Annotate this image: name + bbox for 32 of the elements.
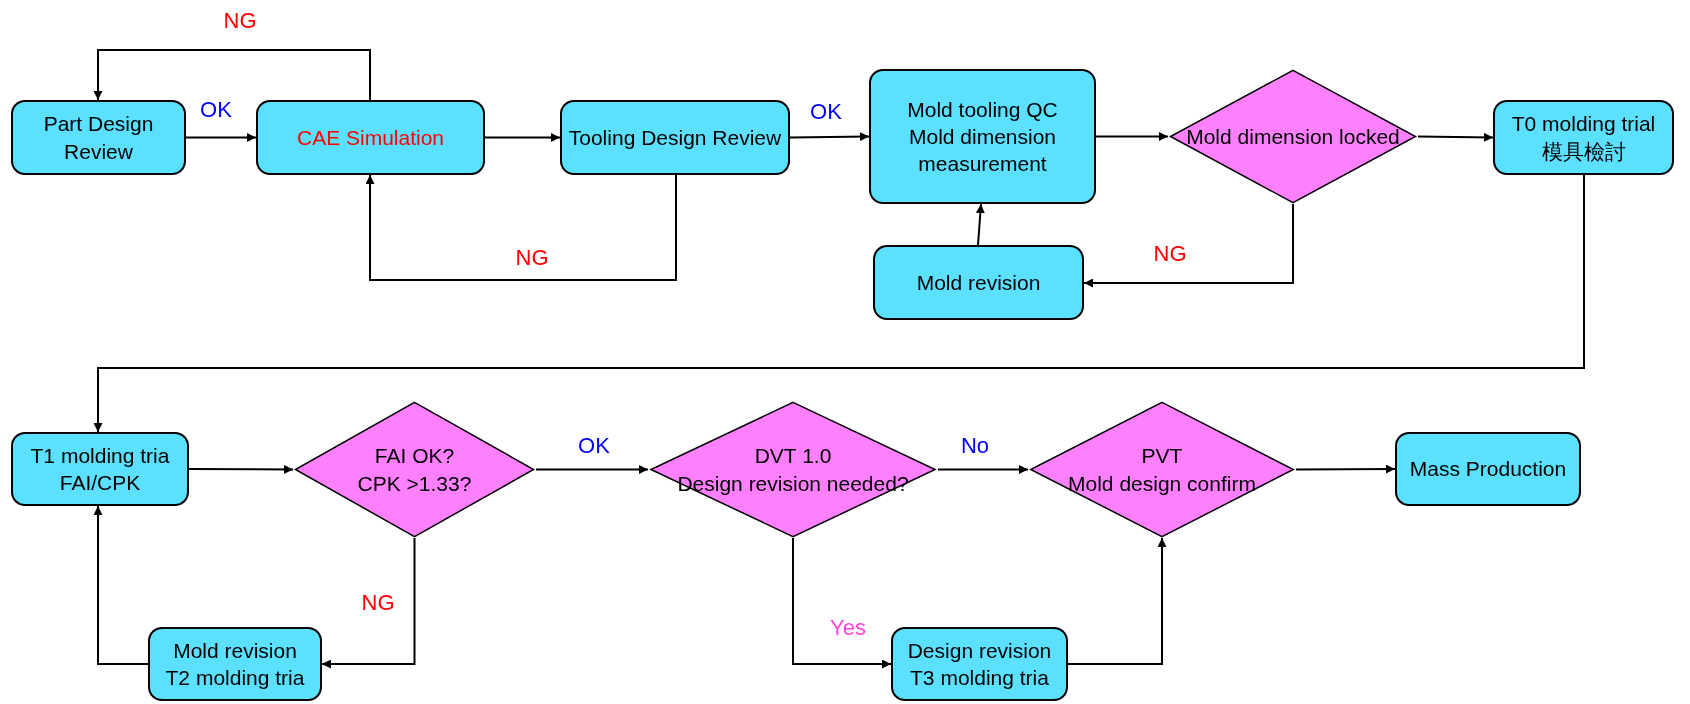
process-box: Part Design Review <box>11 100 186 175</box>
process-box: Mold revision T2 molding tria <box>148 627 322 701</box>
process-box: Mold revision <box>873 245 1084 320</box>
arrow <box>93 505 149 665</box>
arrow <box>1295 464 1396 474</box>
arrow <box>975 203 985 246</box>
decision-diamond: PVT Mold design confirm <box>1028 401 1296 538</box>
decision-diamond: Mold dimension locked <box>1168 69 1418 204</box>
arrow <box>535 465 649 474</box>
arrow <box>937 465 1029 474</box>
arrow <box>792 537 892 669</box>
arrow <box>1083 203 1294 288</box>
arrow <box>185 133 257 142</box>
arrow <box>365 174 677 281</box>
decision-diamond: DVT 1.0 Design revision needed? <box>648 401 938 538</box>
arrow <box>93 174 1585 433</box>
decision-diamond: FAI OK? CPK >1.33? <box>293 401 536 538</box>
process-box: Design revision T3 molding tria <box>891 627 1068 701</box>
process-box: Mass Production <box>1395 432 1581 506</box>
process-box: T0 molding trial 模具檢討 <box>1493 100 1674 175</box>
process-box: T1 molding tria FAI/CPK <box>11 432 189 506</box>
arrow <box>188 464 294 474</box>
arrow <box>789 132 870 142</box>
arrow <box>484 133 561 142</box>
arrow <box>1417 132 1494 142</box>
arrow <box>1095 132 1169 141</box>
arrow <box>321 537 416 669</box>
arrow <box>1067 537 1167 665</box>
process-box: CAE Simulation <box>256 100 485 175</box>
process-box: Tooling Design Review <box>560 100 790 175</box>
process-box: Mold tooling QC Mold dimension measurement <box>869 69 1096 204</box>
arrow <box>93 49 371 101</box>
